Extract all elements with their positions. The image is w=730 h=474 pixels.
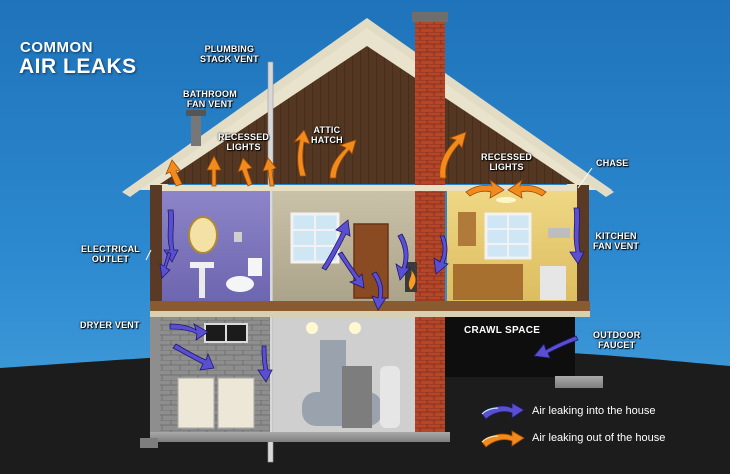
legend-air-out: Air leaking out of the house bbox=[528, 432, 665, 444]
bath-vent-cap bbox=[186, 110, 206, 116]
basement-light bbox=[306, 322, 318, 334]
label-recessed-lights-left: RECESSED LIGHTS bbox=[218, 132, 270, 152]
floor-joist bbox=[150, 311, 590, 317]
legend-air-in: Air leaking into the house bbox=[528, 405, 656, 417]
air-in-arrows bbox=[159, 207, 585, 383]
label-bathroom-fan-vent: BATHROOM FAN VENT bbox=[183, 89, 237, 109]
chase-leader bbox=[577, 167, 593, 189]
furnace bbox=[342, 366, 372, 428]
duct-riser bbox=[320, 340, 346, 400]
left-wall bbox=[150, 185, 162, 310]
attic-wall bbox=[160, 46, 575, 184]
bath-vent-pipe bbox=[191, 112, 201, 146]
mirror bbox=[188, 216, 218, 254]
footing-left bbox=[150, 432, 450, 442]
toilet-bowl bbox=[226, 276, 254, 292]
legend-air-out-text: Air leaking out of the house bbox=[532, 432, 666, 444]
range-hood bbox=[548, 228, 570, 238]
floor bbox=[150, 301, 590, 311]
label-crawl-space: CRAWL SPACE bbox=[464, 325, 541, 336]
right-wall bbox=[577, 185, 589, 310]
footing-right bbox=[555, 376, 603, 388]
upper-cabinet bbox=[458, 212, 476, 246]
ceiling-beam bbox=[158, 185, 578, 191]
label-attic-hatch: ATTIC HATCH bbox=[311, 125, 343, 145]
title-line-2: AIR LEAKS bbox=[19, 55, 137, 78]
water-heater bbox=[380, 366, 400, 428]
label-kitchen-fan-vent: KITCHEN FAN VENT bbox=[593, 231, 640, 251]
bath-outlet bbox=[234, 232, 242, 242]
blue-arrow-icon bbox=[481, 402, 525, 420]
label-recessed-lights-right: RECESSED LIGHTS bbox=[481, 152, 533, 172]
label-electrical-outlet: ELECTRICAL OUTLET bbox=[81, 244, 140, 264]
stove bbox=[540, 266, 566, 300]
label-outdoor-faucet: OUTDOOR FAUCET bbox=[593, 330, 641, 350]
label-chase: CHASE bbox=[596, 158, 629, 168]
toilet-tank bbox=[248, 258, 262, 276]
label-plumbing-stack-vent: PLUMBING STACK VENT bbox=[200, 44, 259, 64]
chimney bbox=[415, 18, 445, 438]
orange-arrow-icon bbox=[481, 430, 525, 448]
legend-air-in-text: Air leaking into the house bbox=[532, 405, 656, 417]
air-out-arrows bbox=[165, 129, 547, 199]
sink-pedestal bbox=[199, 268, 205, 298]
lower-cabinet bbox=[453, 264, 523, 300]
kitchen-light bbox=[496, 197, 516, 203]
chimney-cap bbox=[412, 12, 448, 22]
label-dryer-vent: DRYER VENT bbox=[80, 320, 140, 330]
sink bbox=[190, 262, 214, 268]
title-line-1: COMMON bbox=[20, 39, 93, 56]
dryer bbox=[217, 377, 255, 429]
washer bbox=[177, 377, 215, 429]
